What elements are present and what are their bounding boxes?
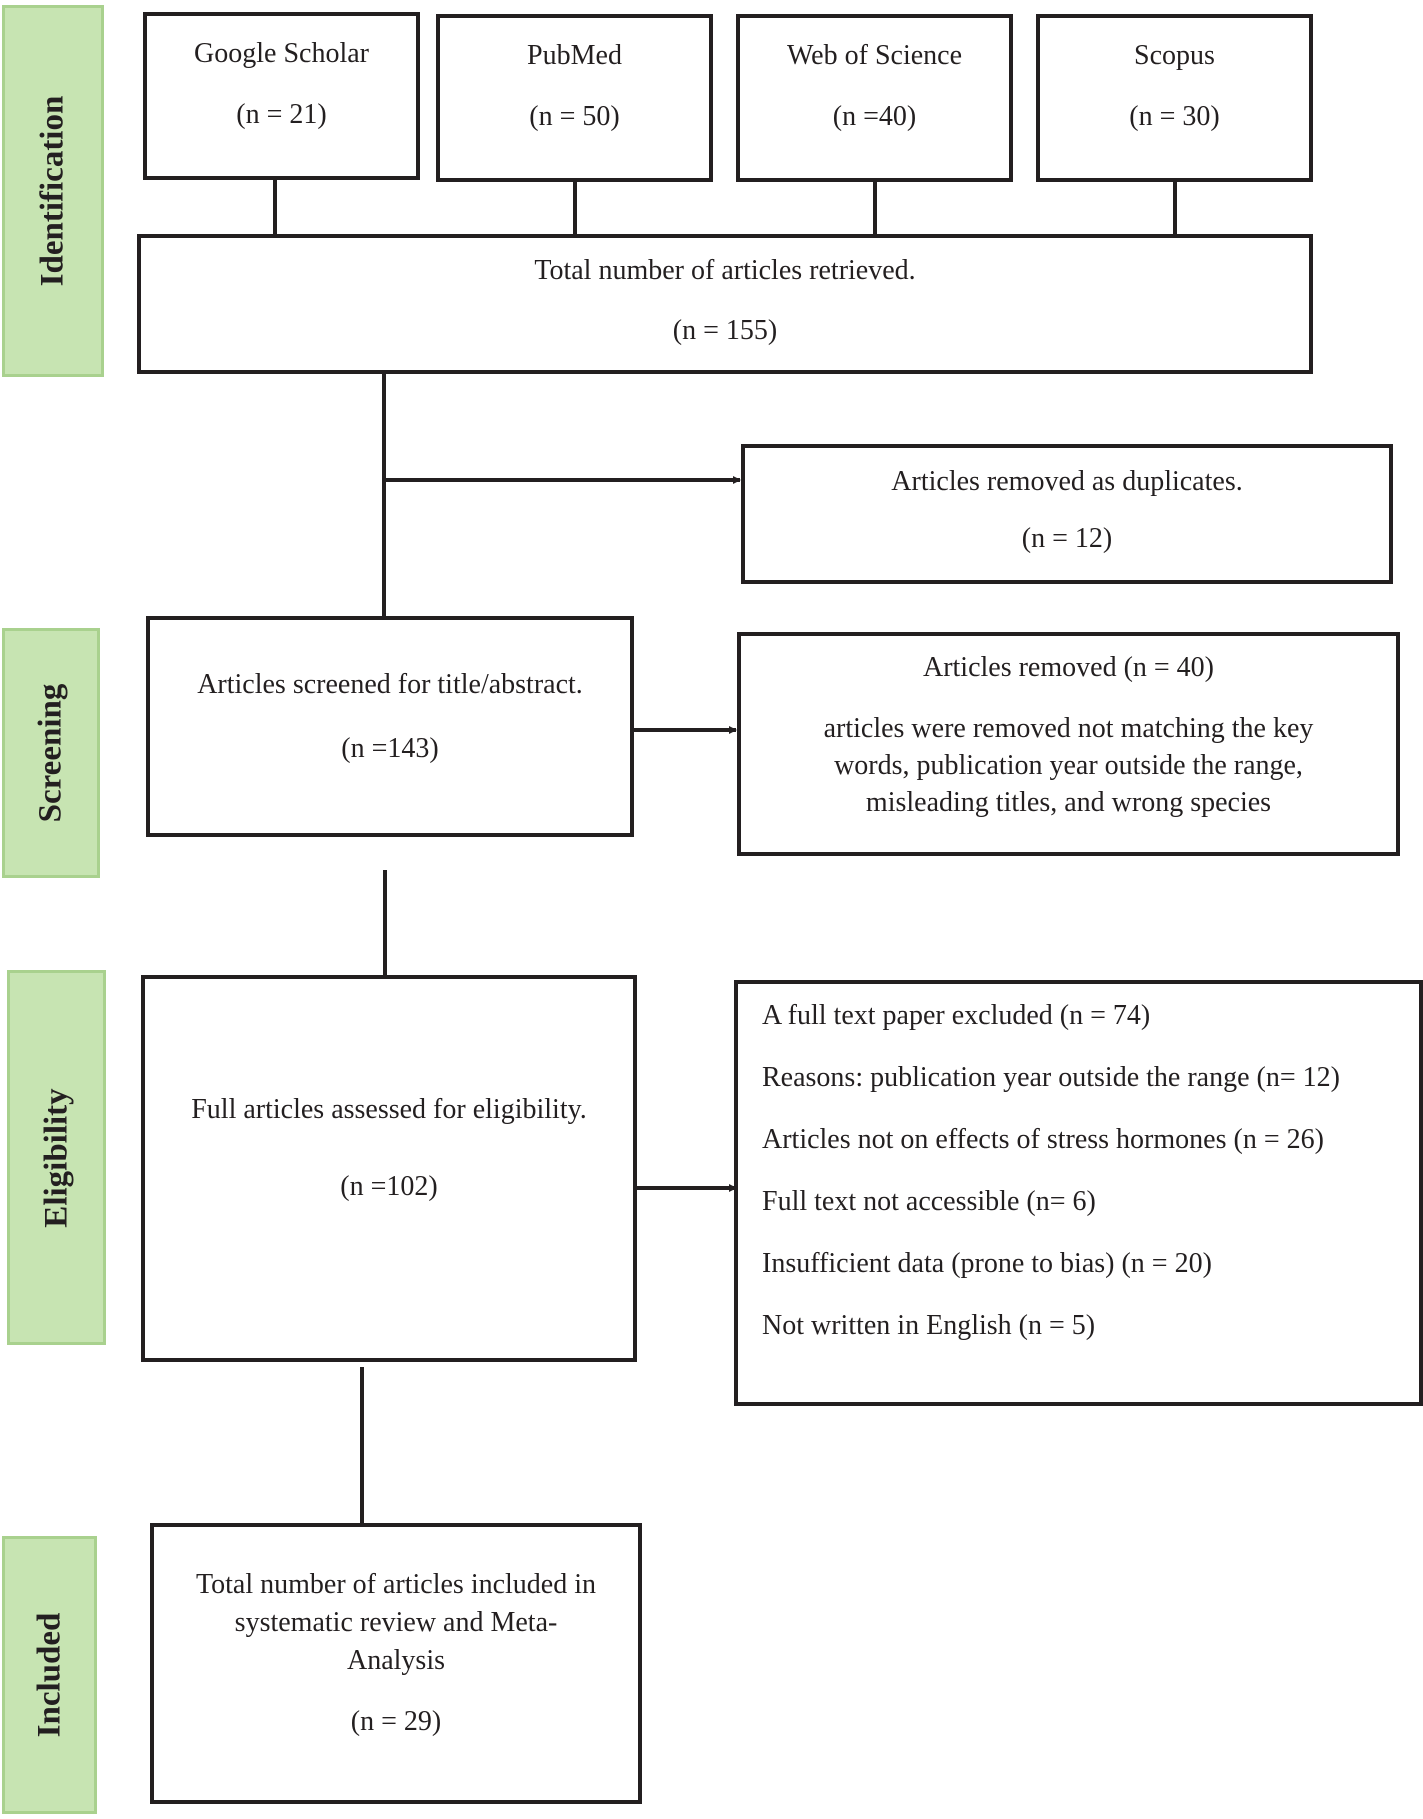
source-name: PubMed <box>527 40 622 71</box>
removed-detail-line: words, publication year outside the rang… <box>834 750 1303 781</box>
total-label: Total number of articles retrieved. <box>534 255 916 286</box>
assessed-box: Full articles assessed for eligibility. … <box>141 975 637 1362</box>
source-count: (n = 50) <box>529 101 620 132</box>
screened-box: Articles screened for title/abstract. (n… <box>146 616 634 837</box>
source-count: (n = 21) <box>236 99 327 130</box>
duplicates-box: Articles removed as duplicates. (n = 12) <box>741 444 1393 584</box>
excluded-line: Not written in English (n = 5) <box>762 1310 1096 1341</box>
source-count: (n =40) <box>832 101 917 132</box>
source-google-scholar: Google Scholar (n = 21) <box>143 12 420 180</box>
removed-box: Articles removed (n = 40) articles were … <box>737 632 1400 856</box>
screened-label: Articles screened for title/abstract. <box>197 669 583 700</box>
excluded-line: Reasons: publication year outside the ra… <box>762 1062 1340 1093</box>
source-count: (n = 30) <box>1129 101 1220 132</box>
total-count: (n = 155) <box>672 315 778 346</box>
excluded-line: A full text paper excluded (n = 74) <box>762 1000 1151 1031</box>
phase-screening: Screening <box>2 628 100 878</box>
duplicates-label: Articles removed as duplicates. <box>891 466 1243 497</box>
included-label-line: systematic review and Meta- <box>234 1607 558 1638</box>
phase-eligibility-label: Eligibility <box>38 1087 74 1228</box>
excluded-line: Articles not on effects of stress hormon… <box>762 1124 1324 1155</box>
phase-identification-label: Identification <box>34 95 71 287</box>
excluded-line: Insufficient data (prone to bias) (n = 2… <box>762 1248 1212 1279</box>
excluded-box: A full text paper excluded (n = 74) Reas… <box>734 980 1423 1406</box>
removed-detail-line: misleading titles, and wrong species <box>865 787 1272 818</box>
source-web-of-science: Web of Science (n =40) <box>736 14 1013 182</box>
phase-screening-label: Screening <box>32 683 69 823</box>
total-articles-box: Total number of articles retrieved. (n =… <box>137 234 1313 374</box>
removed-detail-line: articles were removed not matching the k… <box>823 713 1314 744</box>
included-label-line: Total number of articles included in <box>195 1569 597 1600</box>
source-name: Web of Science <box>787 40 962 71</box>
assessed-label: Full articles assessed for eligibility. <box>191 1094 587 1125</box>
removed-label: Articles removed (n = 40) <box>922 652 1215 683</box>
source-name: Google Scholar <box>194 38 369 69</box>
included-label-line: Analysis <box>347 1645 445 1676</box>
phase-included-label: Included <box>31 1612 67 1738</box>
source-scopus: Scopus (n = 30) <box>1036 14 1313 182</box>
included-count: (n = 29) <box>350 1706 442 1737</box>
source-pubmed: PubMed (n = 50) <box>436 14 713 182</box>
duplicates-count: (n = 12) <box>1021 523 1113 554</box>
phase-included: Included <box>2 1536 97 1814</box>
assessed-count: (n =102) <box>340 1171 438 1202</box>
source-name: Scopus <box>1134 40 1215 71</box>
included-box: Total number of articles included in sys… <box>150 1523 642 1804</box>
phase-eligibility: Eligibility <box>7 970 106 1345</box>
screened-count: (n =143) <box>341 733 439 764</box>
excluded-line: Full text not accessible (n= 6) <box>762 1186 1096 1217</box>
phase-identification: Identification <box>2 5 104 377</box>
